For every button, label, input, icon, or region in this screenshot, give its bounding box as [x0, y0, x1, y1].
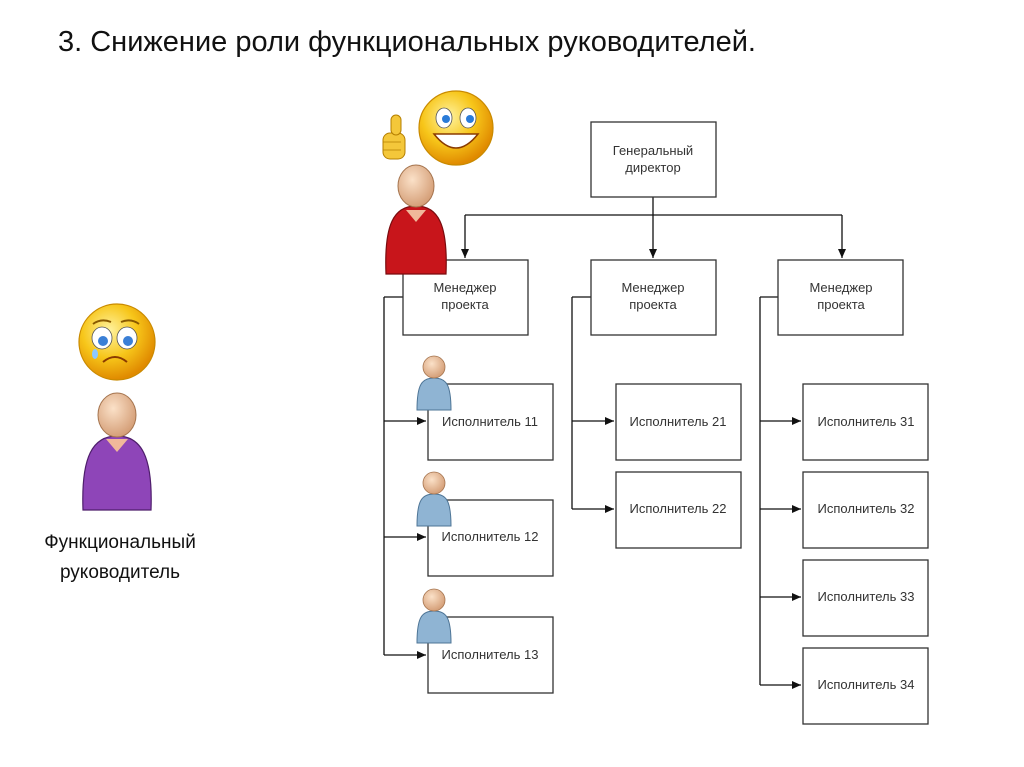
executor-31-label: Исполнитель 31 — [818, 414, 915, 429]
manager-1-line1: Менеджер — [433, 280, 496, 295]
project-manager-person-icon — [385, 164, 447, 275]
executor-11-label: Исполнитель 11 — [442, 414, 538, 429]
manager-2-line2: проекта — [629, 297, 677, 312]
executor-box-22: Исполнитель 22 — [615, 471, 742, 549]
thumbs-up-icon — [382, 114, 406, 160]
functional-manager-caption: Функциональный руководитель — [20, 528, 220, 588]
project-manager-box-2: Менеджер проекта — [590, 259, 717, 336]
executor-person-icon — [416, 588, 452, 644]
executor-box-31: Исполнитель 31 — [802, 383, 929, 461]
happy-smiley-icon — [418, 90, 494, 166]
executor-person-icon — [416, 355, 452, 411]
manager-3-line1: Менеджер — [809, 280, 872, 295]
executor-13-label: Исполнитель 13 — [442, 647, 539, 662]
connectors — [383, 197, 846, 689]
executor-33-label: Исполнитель 33 — [818, 589, 915, 604]
executor-21-label: Исполнитель 21 — [630, 414, 727, 429]
executor-box-34: Исполнитель 34 — [802, 647, 929, 725]
executor-box-32: Исполнитель 32 — [802, 471, 929, 549]
executor-22-label: Исполнитель 22 — [630, 501, 727, 516]
sad-smiley-icon — [78, 303, 156, 381]
executor-12-label: Исполнитель 12 — [442, 529, 539, 544]
executor-box-13: Исполнитель 13 — [427, 616, 554, 694]
manager-2-line1: Менеджер — [621, 280, 684, 295]
caption-line2: руководитель — [59, 562, 181, 583]
executor-34-label: Исполнитель 34 — [818, 677, 915, 692]
executor-box-33: Исполнитель 33 — [802, 559, 929, 637]
executor-person-icon — [416, 471, 452, 527]
general-director-line2: директор — [625, 160, 680, 175]
caption-line1: Функциональный — [44, 532, 196, 553]
functional-manager-person-icon — [82, 392, 152, 511]
general-director-box: Генеральный директор — [590, 121, 717, 198]
executor-box-12: Исполнитель 12 — [427, 499, 554, 577]
executor-box-21: Исполнитель 21 — [615, 383, 742, 461]
executor-32-label: Исполнитель 32 — [818, 501, 915, 516]
project-manager-box-3: Менеджер проекта — [777, 259, 904, 336]
manager-1-line2: проекта — [441, 297, 489, 312]
general-director-line1: Генеральный — [613, 143, 693, 158]
slide-title: 3. Снижение роли функциональных руководи… — [58, 26, 756, 58]
manager-3-line2: проекта — [817, 297, 865, 312]
